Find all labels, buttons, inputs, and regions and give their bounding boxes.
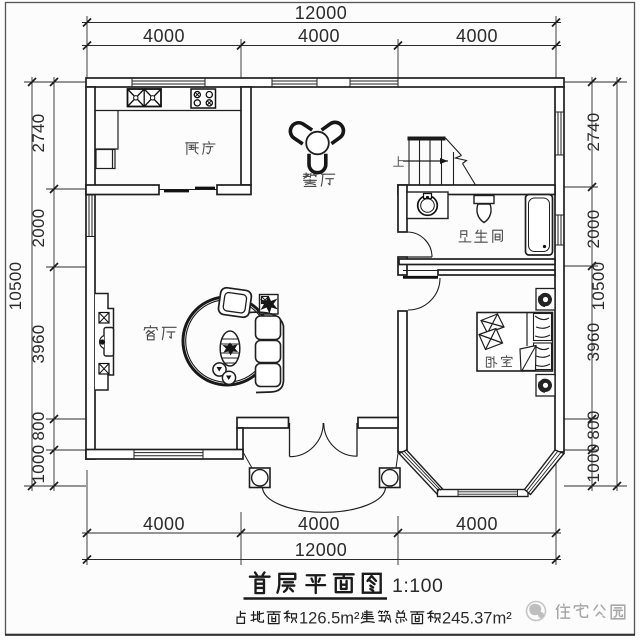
svg-text:10500: 10500 [589,262,608,311]
svg-text:800: 800 [584,410,603,439]
svg-text:126.5m²: 126.5m² [299,610,360,628]
svg-text:1000: 1000 [29,444,48,483]
svg-text:1:100: 1:100 [392,575,443,597]
svg-text:800: 800 [29,411,48,440]
svg-text:2740: 2740 [29,113,48,152]
svg-text:2000: 2000 [584,209,603,248]
svg-text:3960: 3960 [584,322,603,361]
svg-text:3960: 3960 [29,324,48,363]
svg-text:4000: 4000 [143,26,185,46]
svg-text:4000: 4000 [456,26,498,46]
svg-text:12000: 12000 [295,540,348,560]
svg-text:4000: 4000 [143,514,185,534]
svg-text:10500: 10500 [6,262,25,311]
svg-text:12000: 12000 [295,3,348,23]
svg-text:2000: 2000 [29,208,48,247]
svg-text:1000: 1000 [584,443,603,482]
svg-text:4000: 4000 [298,514,340,534]
svg-text:4000: 4000 [298,26,340,46]
svg-text:245.37m²: 245.37m² [442,610,512,628]
svg-text:4000: 4000 [456,514,498,534]
svg-text:2740: 2740 [584,112,603,151]
